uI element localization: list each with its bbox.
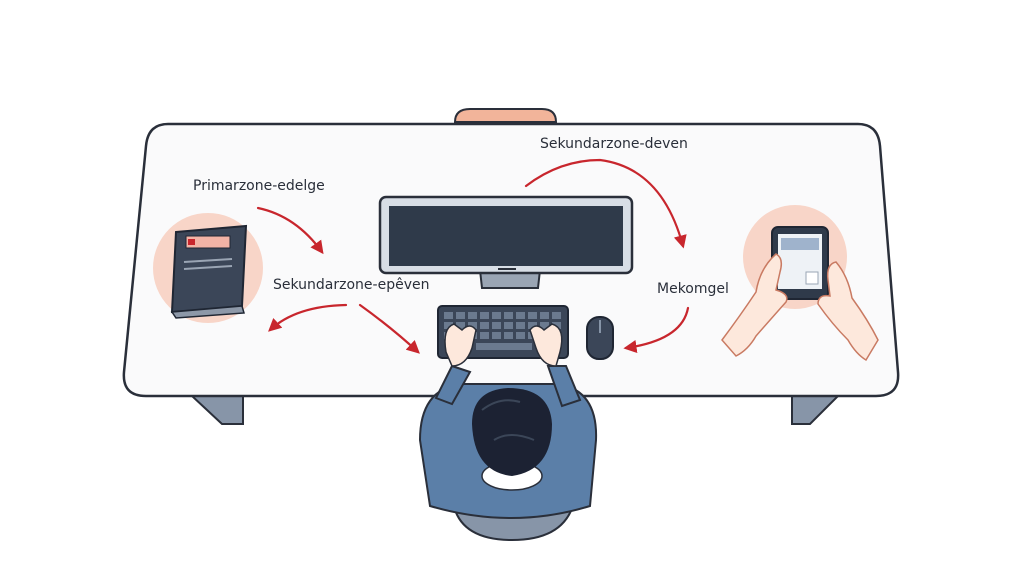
arrow-right-to-mouse <box>623 306 690 354</box>
arrow-top-loop <box>524 158 687 249</box>
secondary-zone-left-label: Sekundarzone-epêven <box>273 277 430 293</box>
arrow-secondary-left-back <box>268 303 348 332</box>
monitor <box>378 195 634 289</box>
right-zone-label: Mekomgel <box>657 281 729 297</box>
monitor-screen <box>389 206 623 266</box>
right-typing-hand <box>529 323 563 367</box>
left-arm <box>434 364 472 406</box>
arrow-primary-to-desk <box>256 206 324 255</box>
desk-leg-left <box>189 395 244 425</box>
left-hand <box>721 253 788 357</box>
primary-zone-label: Primarzone-edelge <box>193 178 325 194</box>
right-hand <box>817 261 879 362</box>
chair-back <box>453 108 558 123</box>
hair <box>472 388 552 476</box>
right-arm <box>546 365 582 408</box>
mouse <box>586 316 614 360</box>
secondary-zone-top-label: Sekundarzone-deven <box>540 136 688 152</box>
left-typing-hand <box>444 323 477 367</box>
desk-leg-right <box>791 395 841 425</box>
phone-icon <box>771 226 829 300</box>
book-icon <box>170 224 248 319</box>
person-at-desk <box>418 323 598 542</box>
arrow-secondary-left-to-keyboard <box>358 303 420 354</box>
